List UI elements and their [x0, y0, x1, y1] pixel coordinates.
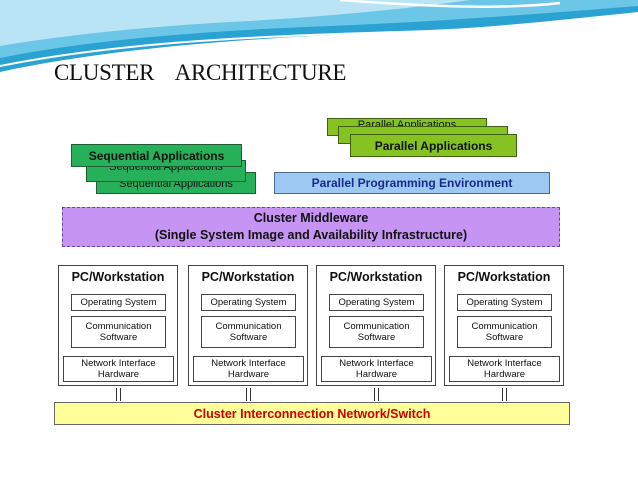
operating-system-box: Operating System	[71, 294, 166, 311]
pc-workstation-node: PC/Workstation Operating System Communic…	[58, 265, 178, 386]
network-connector	[502, 388, 507, 401]
network-connector	[246, 388, 251, 401]
middleware-title: Cluster Middleware	[253, 211, 369, 225]
node-title: PC/Workstation	[71, 270, 165, 284]
parallel-applications-front: Parallel Applications	[350, 134, 517, 157]
network-interface-hardware-box: Network Interface Hardware	[63, 356, 174, 382]
operating-system-box: Operating System	[457, 294, 552, 311]
pc-workstation-node: PC/Workstation Operating System Communic…	[444, 265, 564, 386]
pc-workstation-node: PC/Workstation Operating System Communic…	[316, 265, 436, 386]
communication-software-box: Communication Software	[201, 316, 296, 348]
parallel-programming-environment: Parallel Programming Environment	[274, 172, 550, 194]
network-interface-hardware-box: Network Interface Hardware	[321, 356, 432, 382]
communication-software-box: Communication Software	[457, 316, 552, 348]
network-connector	[374, 388, 379, 401]
node-title: PC/Workstation	[201, 270, 295, 284]
pc-workstation-node: PC/Workstation Operating System Communic…	[188, 265, 308, 386]
communication-software-box: Communication Software	[329, 316, 424, 348]
node-title: PC/Workstation	[457, 270, 551, 284]
header-swoosh-decoration	[0, 0, 638, 72]
sequential-applications-front: Sequential Applications	[71, 144, 242, 167]
operating-system-box: Operating System	[201, 294, 296, 311]
slide-title: CLUSTER ARCHITECTURE	[54, 60, 347, 85]
node-title: PC/Workstation	[329, 270, 423, 284]
network-interface-hardware-box: Network Interface Hardware	[449, 356, 560, 382]
network-connector	[116, 388, 121, 401]
cluster-interconnection-network: Cluster Interconnection Network/Switch	[54, 402, 570, 425]
cluster-architecture-diagram: Sequential Applications Sequential Appli…	[52, 115, 572, 435]
cluster-middleware: Cluster Middleware (Single System Image …	[62, 207, 560, 247]
communication-software-box: Communication Software	[71, 316, 166, 348]
network-interface-hardware-box: Network Interface Hardware	[193, 356, 304, 382]
middleware-subtitle: (Single System Image and Availability In…	[154, 228, 468, 242]
operating-system-box: Operating System	[329, 294, 424, 311]
